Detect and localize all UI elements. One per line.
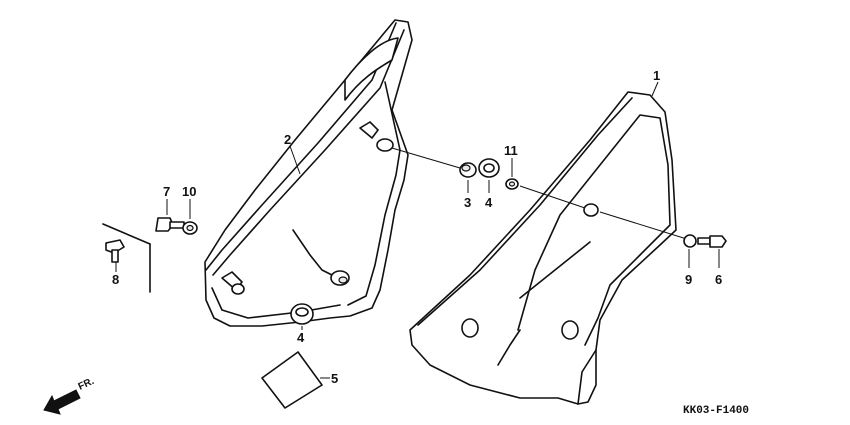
nut-10 <box>182 221 198 235</box>
callout-7: 7 <box>163 184 170 199</box>
diagram-code: KK03-F1400 <box>683 405 749 417</box>
leader-lines <box>115 81 720 330</box>
callout-1: 1 <box>653 68 660 83</box>
right-side-cover <box>409 91 677 405</box>
callout-9: 9 <box>685 272 692 287</box>
bolt-7 <box>155 217 185 232</box>
callout-6: 6 <box>715 272 722 287</box>
callout-8: 8 <box>112 272 119 287</box>
left-side-cover <box>204 19 413 327</box>
assembly-lines <box>172 147 691 241</box>
frame-fragment <box>102 223 151 293</box>
bolt-6 <box>697 235 727 248</box>
callout-5: 5 <box>331 371 338 386</box>
bolt-8 <box>105 239 125 263</box>
callout-2: 2 <box>284 132 291 147</box>
grommet-4-lower <box>290 303 314 325</box>
washer-9 <box>683 234 697 248</box>
mount-pin-upper <box>359 121 394 152</box>
callout-4-upper: 4 <box>485 195 493 210</box>
callout-10: 10 <box>182 184 196 199</box>
front-direction-label: FR. <box>77 376 96 393</box>
washer-11 <box>505 178 519 190</box>
callout-11: 11 <box>504 143 518 158</box>
decal-5 <box>261 351 330 409</box>
mount-pin-lower <box>221 271 245 295</box>
grommet-3 <box>459 162 477 178</box>
grommet-4-upper <box>478 158 500 178</box>
callout-3: 3 <box>464 195 471 210</box>
front-direction-arrow: FR. <box>43 376 96 415</box>
callout-4-lower: 4 <box>297 330 305 345</box>
